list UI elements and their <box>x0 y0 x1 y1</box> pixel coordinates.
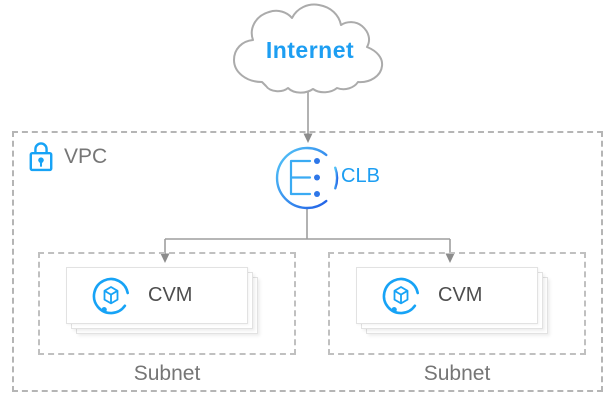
clb-label: CLB <box>341 165 380 187</box>
cvm-label-left: CVM <box>148 284 193 306</box>
server-cube-icon <box>92 277 129 314</box>
vpc-label: VPC <box>64 145 108 168</box>
cvm-node-right: CVM <box>356 267 548 334</box>
internet-label: Internet <box>265 37 355 63</box>
subnet-label-right: Subnet <box>423 362 491 385</box>
cvm-card-left: CVM <box>66 267 248 324</box>
cvm-card-right: CVM <box>356 267 538 324</box>
cloud-icon <box>233 3 384 94</box>
server-cube-icon <box>382 277 419 314</box>
lock-icon <box>29 142 53 172</box>
cvm-node-left: CVM <box>66 267 258 334</box>
subnet-box-right: CVM Subnet <box>328 252 586 385</box>
subnet-label-left: Subnet <box>133 362 201 385</box>
subnet-box-left: CVM Subnet <box>38 252 296 385</box>
load-balancer-icon <box>275 146 339 210</box>
cvm-label-right: CVM <box>438 284 483 306</box>
